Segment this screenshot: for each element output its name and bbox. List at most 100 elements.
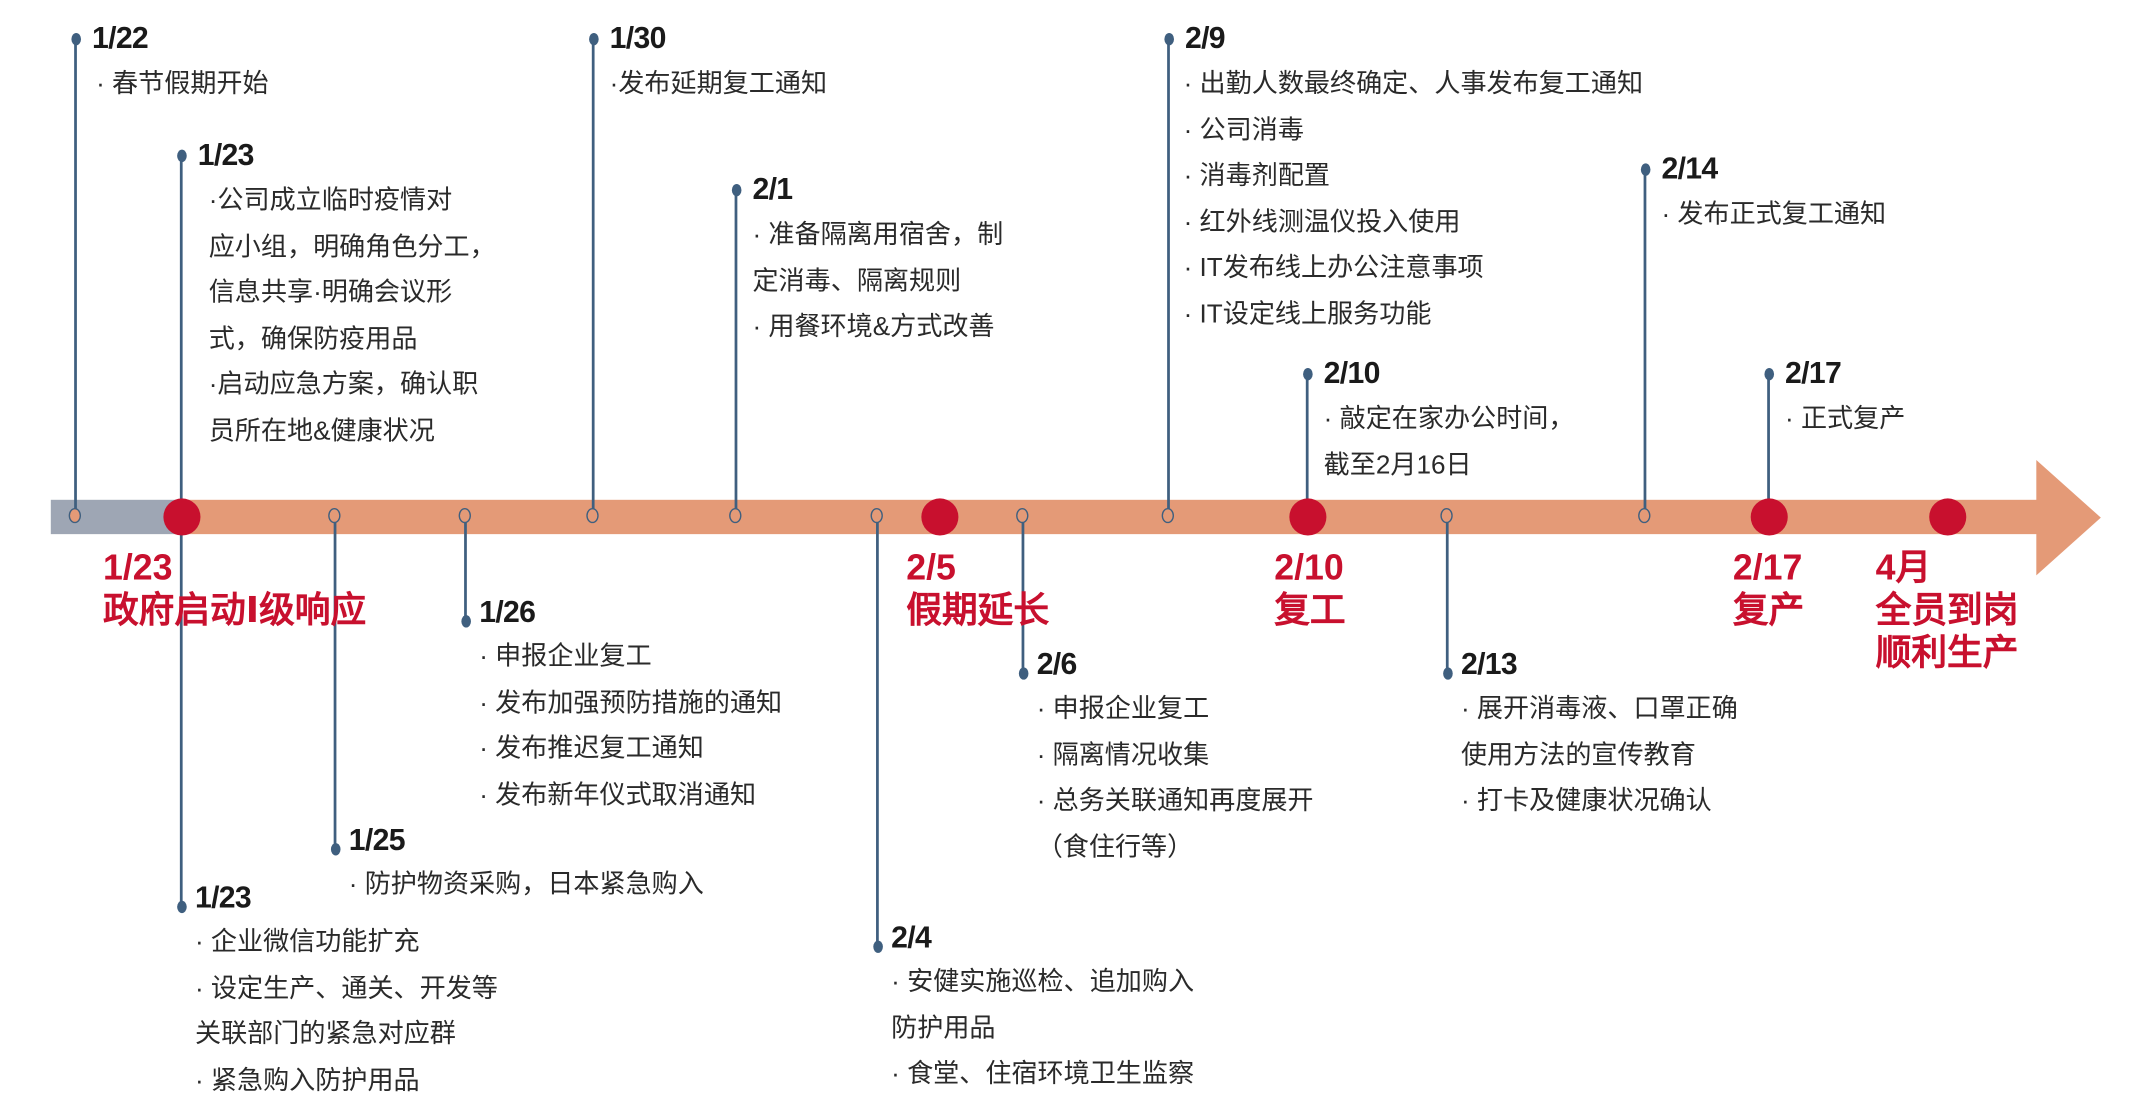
- event-description: · 展开消毒液、口罩正确使用方法的宣传教育 · 打卡及健康状况确认: [1461, 687, 1738, 825]
- event-text-line: · 打卡及健康状况确认: [1460, 786, 1712, 816]
- stem-end-dot-icon: [70, 32, 81, 46]
- stem-end-dot-icon: [176, 900, 187, 914]
- event-date: 1/23: [197, 137, 255, 172]
- milestone-dot-icon: [1750, 497, 1788, 535]
- event-text-line: · IT发布线上办公注意事项: [1183, 254, 1484, 283]
- milestone-dot-icon: [162, 497, 200, 535]
- event-stem: [876, 516, 879, 947]
- event-text-line: 信息共享·明确会议形: [208, 278, 453, 308]
- axis-marker-icon: [870, 508, 883, 524]
- axis-marker-icon: [1016, 508, 1029, 524]
- axis-marker-icon: [729, 508, 742, 524]
- event-text-line: · 出勤人数最终确定、人事发布复工通知: [1183, 70, 1644, 99]
- event-description: · 敲定在家办公时间，截至2月16日: [1324, 397, 1575, 489]
- stem-end-dot-icon: [1018, 667, 1028, 680]
- event-text-line: · 展开消毒液、口罩正确: [1460, 694, 1738, 724]
- event-date: 2/9: [1184, 20, 1226, 55]
- event-text-line: · 隔离情况收集: [1036, 740, 1210, 770]
- stem-end-dot-icon: [588, 32, 598, 46]
- milestone-title: 顺利生产: [1875, 631, 2019, 673]
- event-date: 1/22: [91, 20, 149, 55]
- event-stem: [734, 189, 738, 517]
- event-date: 2/17: [1785, 355, 1842, 390]
- axis-marker-icon: [1161, 508, 1175, 524]
- axis-marker-icon: [1638, 508, 1651, 524]
- event-stem: [1167, 38, 1170, 517]
- milestone-date: 1/23: [102, 546, 173, 588]
- event-text-line: · 申报企业复工: [479, 642, 652, 672]
- event-text-line: · 食堂、住宿环境卫生监察: [891, 1060, 1195, 1089]
- event-description: · 春节假期开始: [96, 62, 268, 108]
- event-date: 1/23: [194, 880, 252, 915]
- event-date: 2/13: [1460, 646, 1518, 682]
- event-stem: [1021, 516, 1025, 673]
- event-stem: [591, 38, 595, 517]
- milestone-title: 复产: [1732, 589, 1805, 631]
- event-text-line: （食住行等）: [1036, 832, 1194, 862]
- event-description: · 出勤人数最终确定、人事发布复工通知 · 公司消毒 · 消毒剂配置 · 红外线测温仪…: [1184, 62, 1643, 338]
- milestone-date: 2/17: [1732, 546, 1803, 588]
- event-text-line: · 准备隔离用宿舍，制: [752, 221, 1004, 250]
- event-description: ·发布延期复工通知: [610, 62, 827, 108]
- event-text-line: · 防护物资采购，日本紧急购入: [348, 870, 704, 900]
- event-stem: [333, 516, 337, 849]
- event-text-line: 防护用品: [891, 1014, 996, 1043]
- event-text-line: · 消毒剂配置: [1183, 162, 1330, 191]
- event-text-line: · 敲定在家办公时间，: [1323, 405, 1575, 434]
- event-description: · 申报企业复工· 发布加强预防措施的通知· 发布推迟复工通知· 发布新年仪式取…: [479, 634, 782, 818]
- event-date: 2/4: [891, 919, 932, 955]
- event-description: · 申报企业复工· 隔离情况收集· 总务关联通知再度展开（食住行等）: [1037, 687, 1314, 871]
- milestone-title: 假期延长: [906, 589, 1050, 631]
- event-text-line: ·启动应急方案，确认职: [208, 370, 479, 400]
- event-date: 2/1: [752, 171, 793, 206]
- event-text-line: · 用餐环境&方式改善: [752, 313, 995, 342]
- event-text-line: · 安健实施巡检、追加购入: [891, 968, 1195, 997]
- event-stem: [464, 516, 467, 621]
- stem-end-dot-icon: [1442, 667, 1453, 680]
- stem-end-dot-icon: [460, 615, 471, 628]
- milestone-date: 4月: [1875, 546, 1932, 588]
- event-text-line: 式，确保防疫用品: [208, 324, 418, 354]
- event-text-line: · 设定生产、通关、开发等: [194, 974, 498, 1004]
- milestone-date: 2/10: [1274, 546, 1344, 588]
- event-stem: [1767, 373, 1770, 517]
- event-text-line: 定消毒、隔离规则: [752, 267, 962, 296]
- event-text-line: · 发布新年仪式取消通知: [479, 780, 757, 810]
- event-description: ·公司成立临时疫情对应小组，明确角色分工，信息共享·明确会议形式，确保防疫用品·…: [209, 179, 496, 455]
- milestone-date: 2/5: [906, 546, 956, 588]
- milestone-title: 政府启动Ⅰ级响应: [102, 589, 367, 631]
- timeline-axis: [181, 499, 2038, 535]
- event-stem: [1445, 516, 1449, 673]
- event-text-line: · 正式复产: [1785, 405, 1906, 434]
- event-description: · 企业微信功能扩充 · 设定生产、通关、开发等关联部门的紧急对应群 · 紧急购入防…: [195, 920, 498, 1104]
- event-text-line: 应小组，明确角色分工，: [208, 232, 496, 262]
- event-text-line: · 红外线测温仪投入使用: [1183, 208, 1461, 237]
- event-date: 2/10: [1323, 355, 1381, 390]
- event-text-line: 关联部门的紧急对应群: [194, 1020, 456, 1050]
- event-description: · 正式复产: [1785, 397, 1905, 443]
- stem-end-dot-icon: [1763, 367, 1774, 381]
- event-date: 2/14: [1661, 151, 1718, 186]
- event-date: 1/26: [479, 594, 536, 629]
- event-text-line: 使用方法的宣传教育: [1460, 740, 1696, 770]
- event-text-line: · 发布加强预防措施的通知: [479, 688, 783, 718]
- event-stem: [179, 155, 183, 517]
- event-text-line: · 企业微信功能扩充: [194, 928, 420, 958]
- milestone-title: 复工: [1274, 589, 1346, 631]
- event-text-line: · 公司消毒: [1183, 116, 1304, 145]
- event-stem: [74, 38, 77, 517]
- milestone-dot-icon: [920, 497, 958, 535]
- axis-marker-icon: [328, 508, 341, 524]
- milestone-dot-icon: [1928, 497, 1966, 535]
- event-text-line: · 发布正式复工通知: [1661, 200, 1887, 230]
- event-date: 1/25: [348, 822, 406, 857]
- milestone-label: 4月全员到岗顺利生产: [1876, 546, 2019, 674]
- stem-end-dot-icon: [731, 183, 741, 197]
- milestone-dot-icon: [1288, 497, 1326, 535]
- event-text-line: · 春节假期开始: [96, 70, 269, 99]
- event-text-line: · 紧急购入防护用品: [194, 1066, 420, 1096]
